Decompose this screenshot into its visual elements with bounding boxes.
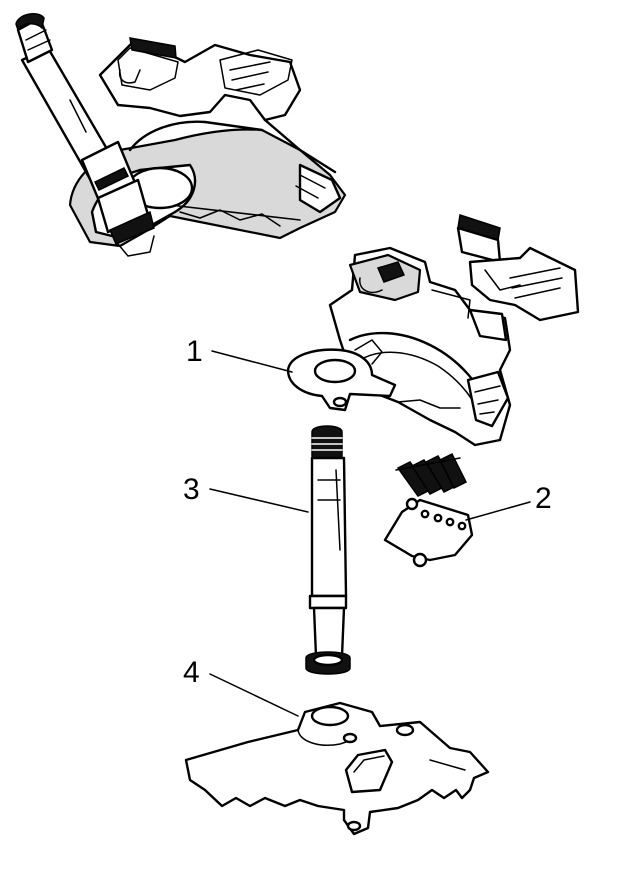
- connector: [456, 214, 580, 322]
- callout-label-1: 1: [186, 335, 203, 368]
- part-1-bracket: [286, 339, 397, 412]
- callout-label-4: 4: [183, 656, 200, 689]
- callout-label-2: 2: [535, 482, 552, 515]
- callout-4: 4: [183, 656, 299, 717]
- callout-label-3: 3: [183, 473, 200, 506]
- callout-2: 2: [465, 482, 552, 521]
- part-2-contact-plate: [383, 452, 474, 568]
- assembled-switch: [15, 12, 347, 257]
- callout-1: 1: [186, 335, 293, 373]
- callout-3: 3: [183, 473, 309, 513]
- switch-shaft: [15, 12, 155, 257]
- part-3-shaft: [305, 425, 351, 675]
- part-4-base-plate: [184, 701, 490, 836]
- leader-line-1: [211, 350, 293, 373]
- leader-line-4: [209, 673, 299, 717]
- spring-contacts: [395, 452, 468, 497]
- leader-line-3: [209, 488, 309, 513]
- switch-housing: [328, 214, 580, 447]
- leader-line-2: [465, 501, 531, 521]
